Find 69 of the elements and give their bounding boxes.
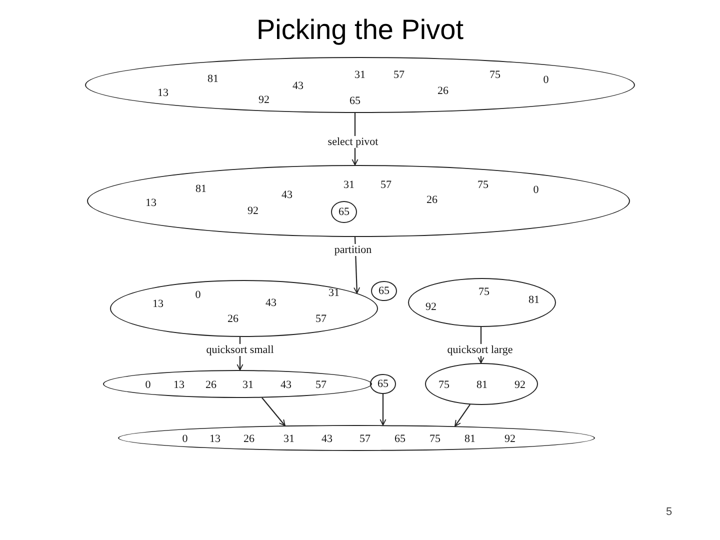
number-label: 31 [328, 287, 340, 299]
number-label: 43 [280, 379, 292, 391]
number-label: 92 [504, 433, 516, 445]
number-set-ellipse [103, 370, 372, 398]
number-label: 75 [478, 179, 488, 191]
number-set-ellipse [85, 57, 635, 113]
number-label: 81 [528, 294, 540, 306]
number-label: 65 [378, 285, 390, 297]
arrow [454, 404, 470, 427]
number-label: 31 [242, 379, 254, 391]
number-label: 81 [208, 73, 218, 85]
number-label: 31 [284, 433, 294, 445]
number-label: 26 [228, 313, 238, 325]
pivot-circle [370, 374, 396, 394]
number-label: 13 [146, 197, 156, 209]
number-label: 13 [152, 298, 164, 310]
number-label: 81 [464, 433, 476, 445]
pivot-circle [371, 281, 397, 301]
number-label: 92 [248, 205, 258, 217]
arrow [262, 397, 286, 426]
number-set-ellipse [87, 165, 630, 237]
arrow [380, 394, 386, 426]
number-label: 43 [292, 80, 304, 92]
number-label: 31 [354, 69, 366, 81]
number-label: 81 [476, 379, 488, 391]
number-label: 57 [316, 379, 326, 391]
number-set-ellipse [408, 278, 556, 327]
edge-label: partition [332, 244, 374, 256]
number-label: 57 [316, 313, 326, 325]
number-label: 0 [195, 289, 201, 301]
number-label: 57 [380, 179, 392, 191]
number-label: 65 [378, 378, 388, 390]
number-label: 43 [322, 433, 332, 445]
number-label: 13 [158, 87, 168, 99]
number-label: 65 [350, 95, 360, 107]
number-label: 65 [338, 206, 350, 218]
number-label: 0 [145, 379, 151, 391]
number-set-ellipse [425, 363, 538, 405]
number-label: 0 [182, 433, 188, 445]
number-label: 81 [196, 183, 206, 195]
number-set-ellipse [110, 280, 378, 337]
number-label: 0 [533, 184, 539, 196]
number-label: 75 [430, 433, 440, 445]
number-label: 57 [394, 69, 404, 81]
number-label: 75 [438, 379, 450, 391]
number-label: 92 [514, 379, 526, 391]
number-label: 92 [426, 301, 436, 313]
number-label: 92 [258, 94, 270, 106]
number-label: 26 [206, 379, 216, 391]
number-label: 26 [438, 85, 448, 97]
edge-label: quicksort large [445, 344, 515, 356]
number-label: 75 [478, 286, 490, 298]
number-set-ellipse [118, 425, 595, 451]
number-label: 31 [344, 179, 354, 191]
number-label: 13 [210, 433, 220, 445]
number-label: 13 [174, 379, 184, 391]
edge-label: select pivot [326, 136, 380, 148]
number-label: 75 [490, 69, 500, 81]
page-number: 5 [666, 506, 672, 518]
number-label: 26 [426, 194, 438, 206]
edge-label: quicksort small [204, 344, 276, 356]
number-label: 43 [266, 297, 276, 309]
number-label: 57 [360, 433, 370, 445]
pivot-circle [331, 201, 357, 223]
number-label: 26 [244, 433, 254, 445]
number-label: 65 [394, 433, 406, 445]
slide-title: Picking the Pivot [256, 14, 464, 46]
number-label: 43 [282, 189, 292, 201]
number-label: 0 [543, 74, 549, 86]
